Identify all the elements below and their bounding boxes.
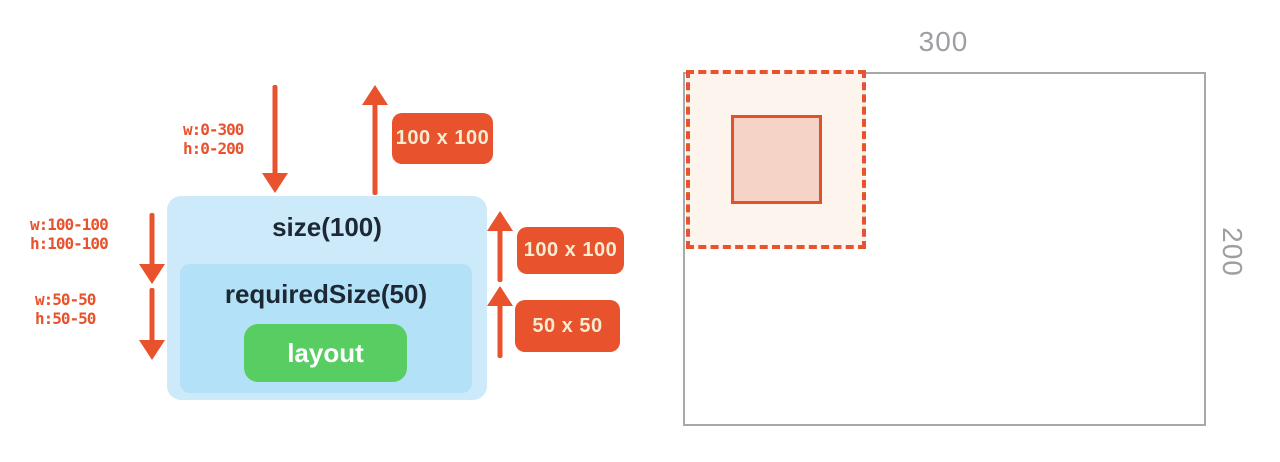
layout-node-label: layout bbox=[287, 337, 364, 368]
required-size-constraints-label: w:50-50 h:50-50 bbox=[35, 290, 96, 328]
reported-size-badge-inner-label: 50 x 50 bbox=[532, 314, 603, 337]
arrow-shaft bbox=[497, 303, 503, 358]
incoming-constraints-label: w:0-300 h:0-200 bbox=[183, 120, 244, 158]
arrow-up-icon bbox=[487, 286, 513, 358]
reported-size-badge-top: 100 x 100 bbox=[392, 113, 493, 164]
arrow-shaft bbox=[272, 85, 278, 176]
parent-height-dimension-label: 200 bbox=[1217, 227, 1248, 277]
arrow-down-icon bbox=[262, 85, 288, 193]
arrow-up-icon bbox=[487, 211, 513, 282]
incoming-constraints-height: h:0-200 bbox=[183, 139, 244, 158]
arrow-shaft bbox=[497, 228, 503, 282]
required-size-modifier-label: requiredSize(50) bbox=[224, 279, 428, 309]
reported-size-badge-top-label: 100 x 100 bbox=[395, 127, 490, 149]
arrow-head bbox=[487, 211, 513, 231]
arrow-head bbox=[362, 85, 388, 105]
arrow-head bbox=[139, 340, 165, 360]
arrow-head bbox=[262, 173, 288, 193]
reported-size-badge-inner: 50 x 50 bbox=[515, 300, 620, 352]
arrow-head bbox=[487, 286, 513, 306]
required-size-constraints-height: h:50-50 bbox=[35, 309, 96, 328]
size-constraints-width: w:100-100 bbox=[30, 215, 109, 234]
reported-size-badge-mid: 100 x 100 bbox=[517, 227, 624, 274]
size-constraints-height: h:100-100 bbox=[30, 234, 109, 253]
arrow-up-icon bbox=[362, 85, 388, 195]
arrow-shaft bbox=[149, 288, 155, 343]
size-constraints-label: w:100-100 h:100-100 bbox=[30, 215, 109, 253]
arrow-down-icon bbox=[139, 213, 165, 284]
arrow-shaft bbox=[372, 102, 378, 195]
size-modifier-label: size(100) bbox=[272, 212, 382, 242]
arrow-down-icon bbox=[139, 288, 165, 360]
arrow-shaft bbox=[149, 213, 155, 267]
arrow-head bbox=[139, 264, 165, 284]
reported-size-badge-mid-label: 100 x 100 bbox=[523, 239, 618, 261]
parent-width-dimension-label: 300 bbox=[918, 26, 969, 57]
placed-content-square bbox=[731, 115, 822, 204]
layout-node: layout bbox=[244, 324, 407, 382]
incoming-constraints-width: w:0-300 bbox=[183, 120, 244, 139]
required-size-constraints-width: w:50-50 bbox=[35, 290, 96, 309]
